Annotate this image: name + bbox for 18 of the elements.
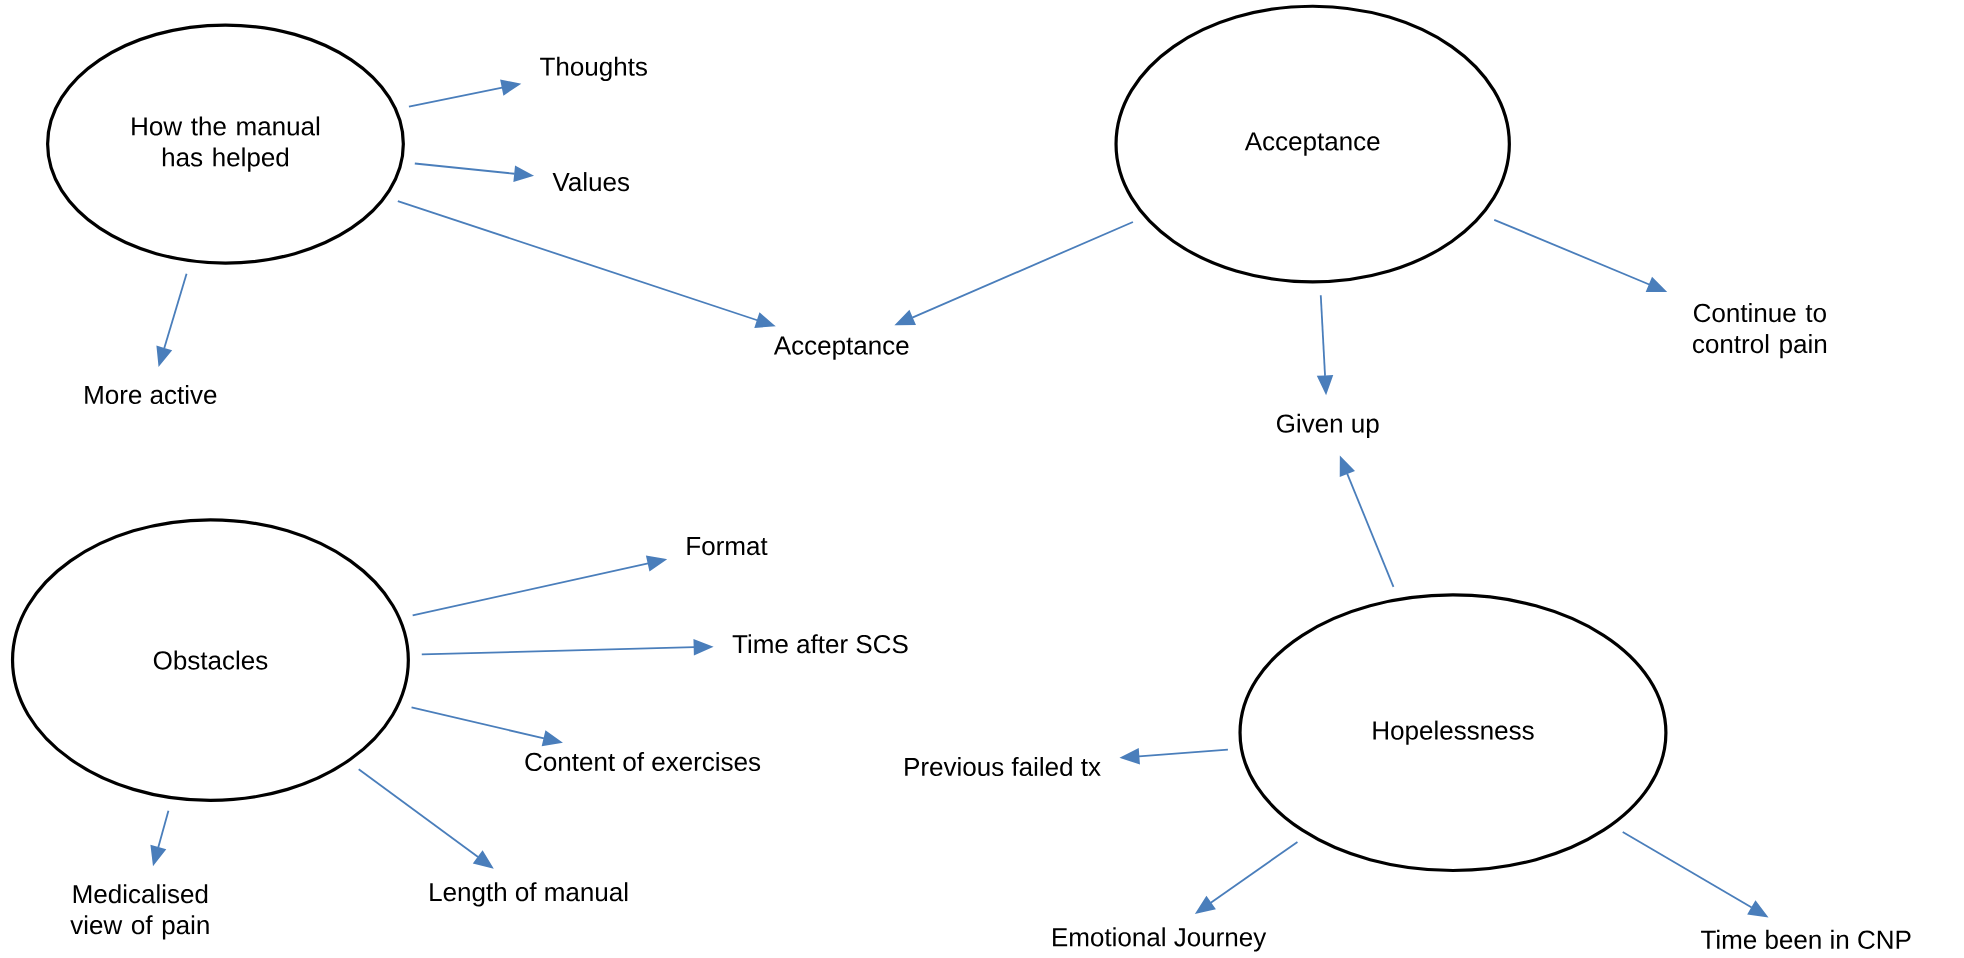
node-label: Acceptance: [773, 336, 909, 360]
ellipse-node: Obstacles: [10, 518, 410, 802]
node-label: Medicalised view of pain: [70, 884, 209, 940]
node-label: Content of exercises: [525, 751, 761, 771]
ellipse-node: Hopelessness: [1238, 593, 1668, 873]
node-label: Continue to control pain: [1693, 302, 1827, 359]
node-label: Values: [552, 171, 630, 192]
node-label: Length of manual: [430, 882, 628, 907]
node-label: Format: [687, 536, 768, 556]
ellipse-node: Acceptance: [1114, 4, 1511, 284]
node-label: More active: [85, 384, 217, 404]
node-label: Thoughts: [540, 56, 647, 81]
node-label: Given up: [1277, 413, 1379, 438]
node-label: Time after SCS: [732, 634, 908, 654]
ellipse-node: How the manual has helped: [46, 23, 405, 265]
node-label: Previous failed tx: [905, 756, 1101, 776]
node-label: Time been in CNP: [1701, 929, 1911, 949]
node-label: Emotional Journey: [1053, 927, 1267, 952]
